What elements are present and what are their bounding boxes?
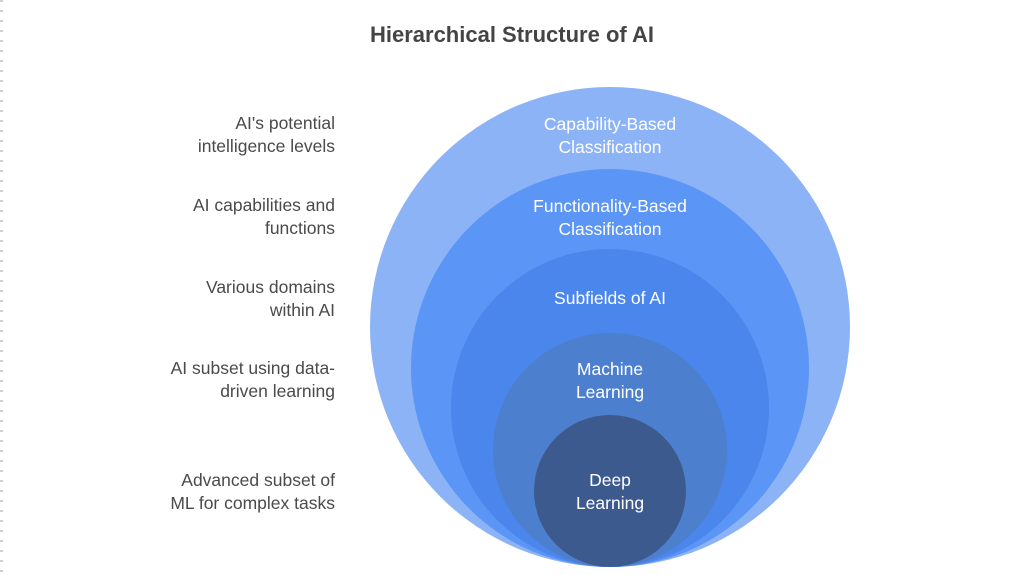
description-line: ML for complex tasks xyxy=(170,493,335,513)
label-deep-learning-line1: Deep xyxy=(589,470,631,490)
description-machine-learning: AI subset using data- driven learning xyxy=(35,357,335,403)
description-functionality-based: AI capabilities and functions xyxy=(35,194,335,240)
description-capability-based: AI's potential intelligence levels xyxy=(35,112,335,158)
description-line: within AI xyxy=(269,300,335,320)
description-line: Various domains xyxy=(205,277,335,297)
description-line: Advanced subset of xyxy=(181,470,335,490)
label-machine-learning-line1: Machine xyxy=(577,359,643,379)
description-line: driven learning xyxy=(220,381,335,401)
label-deep-learning-line2: Learning xyxy=(576,493,644,513)
label-capability-based-line1: Capability-Based xyxy=(544,114,676,134)
description-line: AI subset using data- xyxy=(170,358,335,378)
description-line: intelligence levels xyxy=(197,136,335,156)
page-edge-marker xyxy=(0,0,3,575)
description-line: functions xyxy=(264,218,335,238)
label-functionality-based-line1: Functionality-Based xyxy=(533,196,687,216)
diagram-title: Hierarchical Structure of AI xyxy=(369,22,655,47)
description-subfields: Various domains within AI xyxy=(35,276,335,322)
description-deep-learning: Advanced subset of ML for complex tasks xyxy=(35,469,335,515)
description-line: AI capabilities and xyxy=(192,195,335,215)
label-machine-learning-line2: Learning xyxy=(576,382,644,402)
description-line: AI's potential xyxy=(235,113,335,133)
label-subfields: Subfields of AI xyxy=(554,288,666,308)
label-capability-based-line2: Classification xyxy=(558,137,661,157)
label-functionality-based-line2: Classification xyxy=(558,219,661,239)
circle-deep-learning xyxy=(534,415,686,567)
